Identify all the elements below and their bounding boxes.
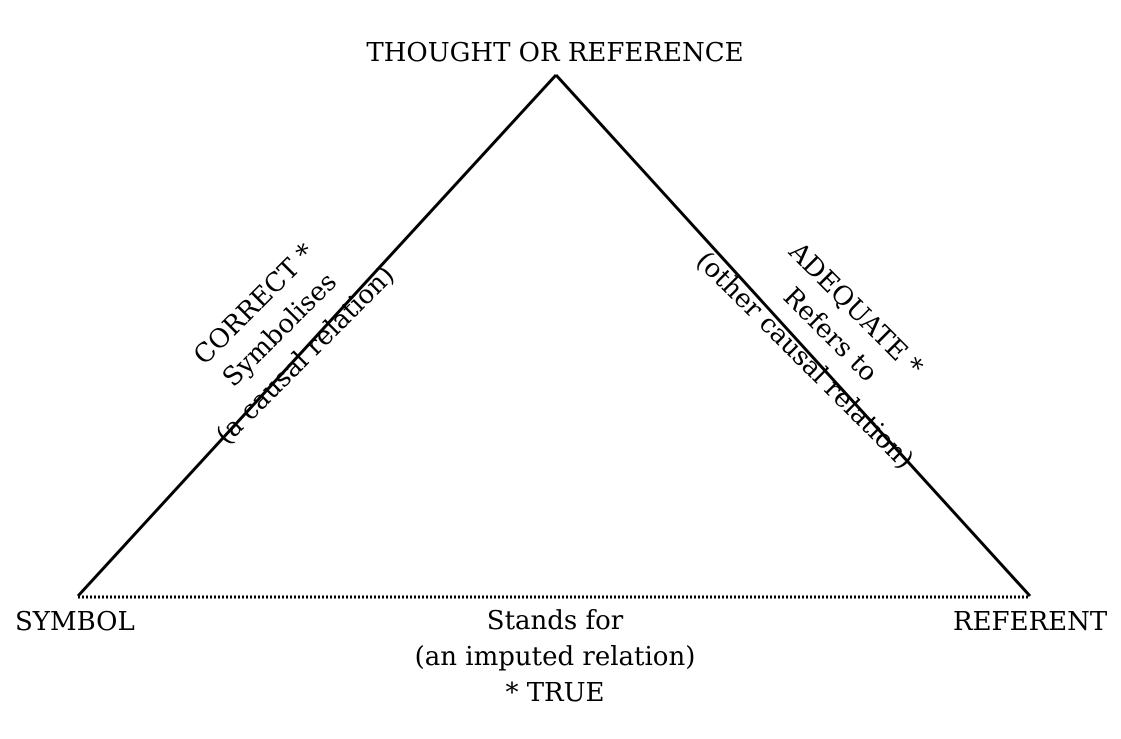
base-annotation: Stands for (an imputed relation) * TRUE: [395, 603, 715, 711]
symbol-label: SYMBOL: [15, 607, 135, 637]
base-line3: * TRUE: [505, 678, 605, 708]
left-side-line: [76, 73, 558, 598]
right-side-line: [554, 73, 1032, 598]
base-line1: Stands for: [486, 606, 624, 636]
base-line2: (an imputed relation): [414, 642, 696, 672]
referent-label: REFERENT: [953, 607, 1108, 637]
apex-label: THOUGHT OR REFERENCE: [366, 38, 744, 68]
